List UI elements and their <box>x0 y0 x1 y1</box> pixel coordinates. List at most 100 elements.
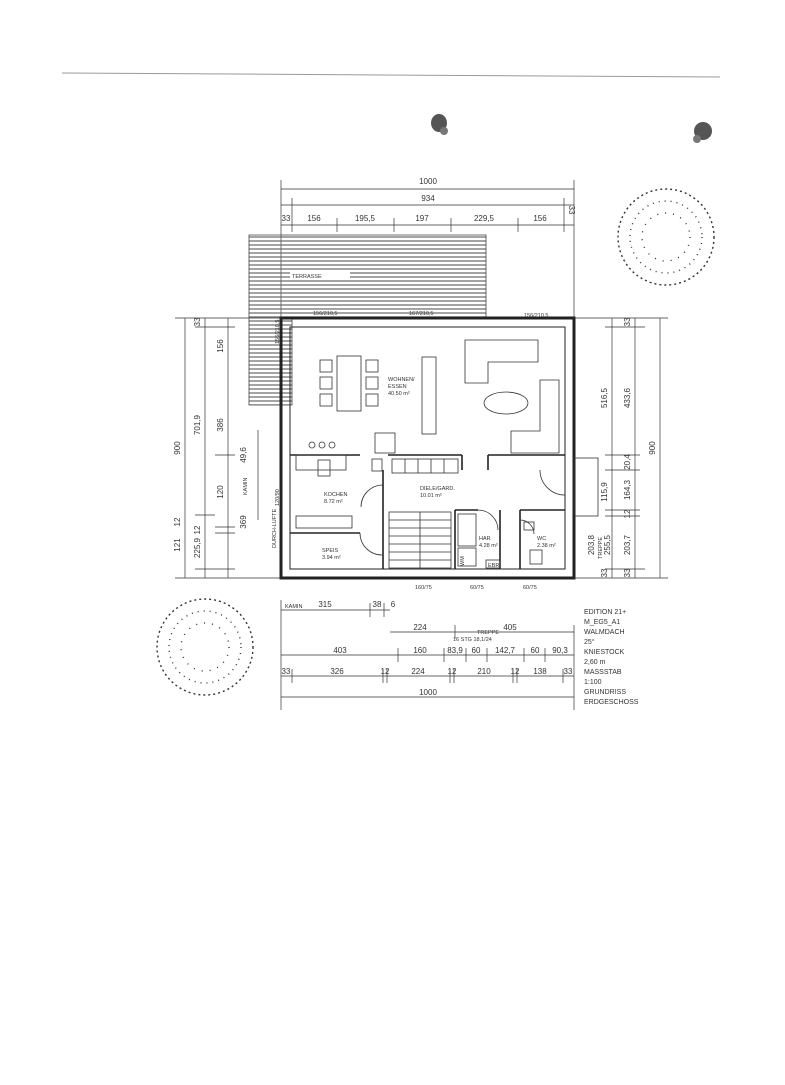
sofa <box>464 339 539 384</box>
dim-bottom: 326 <box>330 667 344 676</box>
toilet <box>529 549 543 565</box>
room-name-kochen: KOCHEN <box>324 492 348 498</box>
wc-sink <box>523 521 535 531</box>
dim-top-seg: 156 <box>533 214 547 223</box>
dim-bottom-stairs: 16 STG 18,1/24 <box>453 637 492 643</box>
label-wm: WM <box>460 556 466 566</box>
dim-left: 156 <box>216 339 225 353</box>
room-area-kochen: 8.72 m² <box>324 499 343 505</box>
dim-top-overall: 1000 <box>419 177 437 186</box>
terrace-area <box>248 234 487 406</box>
legend-line: KNIESTOCK <box>584 649 625 656</box>
dim-top-seg: 33 <box>282 214 291 223</box>
legend-line: ERDGESCHOSS <box>584 699 639 706</box>
room-area-diele: 10.01 m² <box>420 493 442 499</box>
dim-right: 203,7 <box>623 534 632 555</box>
window-label: 156/210,5 <box>524 313 548 319</box>
right-dimension-lines <box>574 317 668 579</box>
dim-right: 115,9 <box>600 482 609 502</box>
dim-bottom: 38 <box>373 600 382 609</box>
left-dimension-lines <box>175 317 281 579</box>
legend-line: GRUNDRISS <box>584 689 626 696</box>
dim-left: 369 <box>239 515 248 529</box>
dim-bottom: 12 <box>381 667 390 676</box>
tree-symbol-icon <box>156 598 254 696</box>
dim-bottom: 6 <box>391 600 396 609</box>
dim-right: 33 <box>600 568 609 577</box>
dim-left: 33 <box>193 317 202 326</box>
dining-table <box>319 355 379 412</box>
washing-machine <box>457 547 477 567</box>
dim-bottom: 142,7 <box>495 646 516 655</box>
top-dimension-lines <box>280 180 575 318</box>
entrance-canopy <box>573 457 599 517</box>
room-name-wc: WC <box>537 536 546 542</box>
terrace-label: TERRASSE <box>292 274 322 280</box>
ebr-cabinet <box>485 559 501 569</box>
dim-left-overall: 900 <box>173 441 182 455</box>
room-area-speis: 3.94 m² <box>322 555 341 561</box>
label-durch-luft: DURCH-LUFTE <box>272 509 278 548</box>
side-table <box>374 432 396 454</box>
dim-bottom: 210 <box>477 667 491 676</box>
room-name-diele: DIELE/GARD. <box>420 486 455 492</box>
dim-bottom: 138 <box>533 667 547 676</box>
dim-top-seg: 33 <box>567 206 576 215</box>
room-name-wohnen: WOHNEN/ <box>388 377 415 383</box>
dim-right-overall: 900 <box>648 441 657 455</box>
dim-top-seg: 156 <box>307 214 321 223</box>
window-label: 160/75 <box>415 585 432 591</box>
window-label: 120/90 <box>275 489 281 506</box>
dim-right: 433,6 <box>623 387 632 408</box>
dim-right: 20,4 <box>623 454 632 470</box>
dim-right: 33 <box>623 568 632 577</box>
legend-line: M_EG5_A1 <box>584 619 620 626</box>
legend-line: EDITION 21+ <box>584 609 626 616</box>
dim-left: 225,9 <box>193 537 202 558</box>
dim-bottom: 60 <box>531 646 540 655</box>
dim-left: 12 <box>173 517 182 526</box>
window-label: 167/210,5 <box>409 311 433 317</box>
dim-right: TREPPE <box>598 537 604 559</box>
dim-left: 49,6 <box>239 447 248 463</box>
wardrobe <box>391 458 459 474</box>
room-area-wc: 2.38 m² <box>537 543 556 549</box>
pushpin-icon <box>693 122 712 143</box>
dim-right: 33 <box>623 317 632 326</box>
dim-bottom: 12 <box>511 667 520 676</box>
dim-bottom: 224 <box>411 667 425 676</box>
label-ebr: EBR <box>488 563 499 569</box>
dim-right: 203,8 <box>587 534 596 555</box>
room-area-har: 4.28 m² <box>479 543 498 549</box>
dim-top-seg: 229,5 <box>474 214 495 223</box>
dim-right: 516,5 <box>600 387 609 408</box>
dim-bottom: 405 <box>503 623 517 632</box>
dim-right: 12 <box>623 509 632 518</box>
dim-bottom: 12 <box>448 667 457 676</box>
dim-bottom: 60 <box>472 646 481 655</box>
sofa <box>510 379 560 454</box>
utility-shaft <box>457 513 477 547</box>
legend-line: 25° <box>584 638 595 646</box>
legend-line: WALMDACH <box>584 629 625 636</box>
room-name-essen: ESSEN <box>388 384 407 390</box>
room-name-speis: SPEIS <box>322 548 339 554</box>
sideboard <box>421 356 437 435</box>
dim-bottom-overall: 1000 <box>419 688 437 697</box>
dim-top-seg: 195,5 <box>355 214 376 223</box>
dim-left: 120 <box>216 485 225 499</box>
pushpin-icon <box>431 114 448 135</box>
building-outer-wall <box>279 316 576 580</box>
dim-bottom: 90,3 <box>552 646 568 655</box>
staircase <box>388 511 452 569</box>
dim-bottom: 83,9 <box>447 646 463 655</box>
legend-line: MASSSTAB <box>584 669 622 676</box>
title-block: EDITION 21+ M_EG5_A1 WALMDACH 25° KNIEST… <box>584 609 639 706</box>
dim-bottom: 160 <box>413 646 427 655</box>
dim-bottom: 315 <box>318 600 332 609</box>
page-top-rule <box>61 72 721 78</box>
dim-bottom: 33 <box>282 667 291 676</box>
legend-line: 2,60 m <box>584 659 606 666</box>
